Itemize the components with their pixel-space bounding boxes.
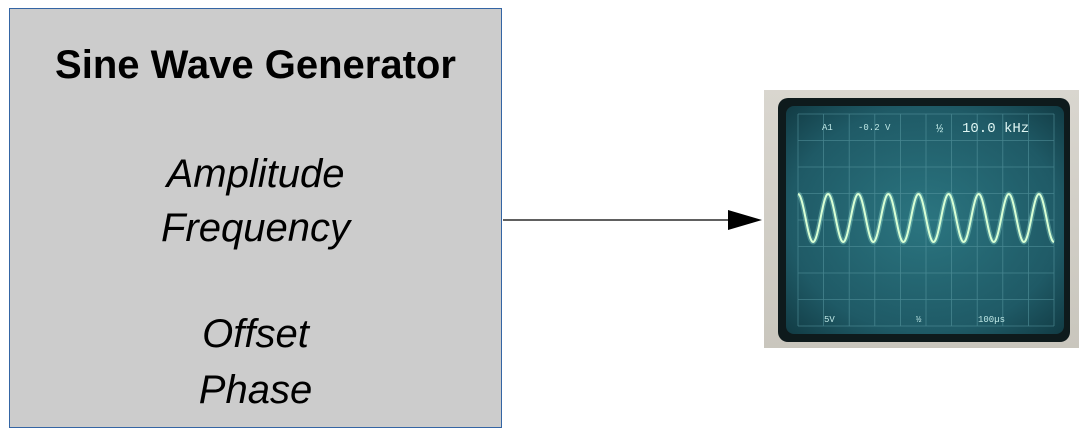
readout-offset: -0.2 V — [858, 123, 891, 133]
sine-trace — [797, 192, 1055, 244]
param-offset: Offset — [202, 312, 309, 356]
param-phase: Phase — [198, 368, 313, 412]
readout-volts-div: 5V — [824, 315, 835, 325]
oscilloscope-photo: A1 -0.2 V ½ 10.0 kHz 5V ½ 100µs — [764, 90, 1079, 348]
scope-grid — [797, 113, 1055, 327]
readout-channel: A1 — [822, 123, 833, 133]
param-amplitude: Amplitude — [166, 152, 345, 196]
readout-trigger-marker: ½ — [916, 315, 922, 325]
generator-title: Sine Wave Generator — [55, 43, 456, 87]
readout-time-div: 100µs — [978, 315, 1005, 325]
arrow-head-icon — [728, 210, 762, 230]
sine-wave-generator-box: Sine Wave Generator Amplitude Frequency … — [9, 8, 502, 428]
param-frequency: Frequency — [161, 206, 350, 250]
readout-trigger: ½ — [936, 122, 944, 136]
readout-frequency: 10.0 kHz — [962, 121, 1029, 137]
